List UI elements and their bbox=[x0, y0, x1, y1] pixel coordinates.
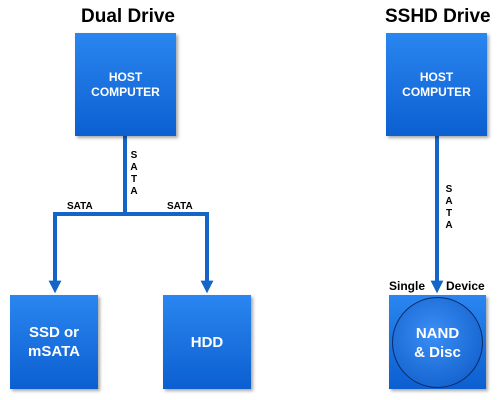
dual-host-line1: HOST bbox=[108, 69, 143, 84]
single-label: Single bbox=[389, 279, 426, 293]
hdd-label: HDD bbox=[190, 333, 224, 351]
sshd-drive-title: SSHD Drive bbox=[385, 6, 491, 27]
hdd-box: HDD bbox=[163, 295, 251, 389]
sshd-host-line2: COMPUTER bbox=[402, 84, 471, 99]
sshd-host-computer-box: HOST COMPUTER bbox=[386, 33, 487, 136]
dual-host-line2: COMPUTER bbox=[91, 84, 160, 99]
dual-host-computer-box: HOST COMPUTER bbox=[75, 33, 176, 136]
hdd-sata-label: SATA bbox=[167, 201, 193, 212]
ssd-msata-box: SSD or mSATA bbox=[10, 295, 98, 389]
ssd-line1: SSD or bbox=[28, 324, 79, 341]
device-label: Device bbox=[446, 279, 485, 293]
sshd-host-line1: HOST bbox=[419, 69, 454, 84]
dual-drive-title: Dual Drive bbox=[81, 6, 175, 27]
ssd-sata-label: SATA bbox=[67, 201, 93, 212]
nand-disc-circle: NAND & Disc bbox=[392, 297, 483, 388]
ssd-line2: mSATA bbox=[28, 343, 80, 360]
nand-line2: & Disc bbox=[414, 343, 461, 361]
nand-line1: NAND bbox=[415, 324, 460, 342]
